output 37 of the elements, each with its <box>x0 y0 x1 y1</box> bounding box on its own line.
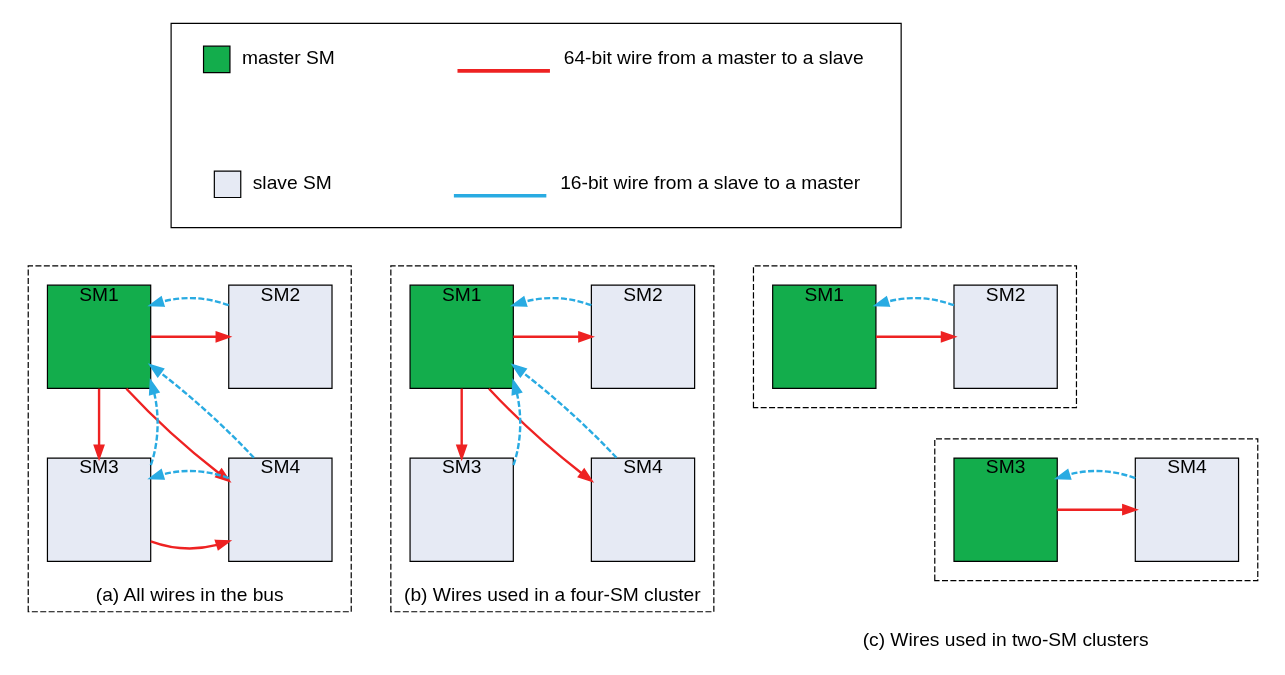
cluster <box>752 264 1077 408</box>
arrow <box>872 295 954 307</box>
arrow <box>455 388 468 461</box>
node-box: SM4 <box>590 456 695 562</box>
arrow <box>509 362 617 459</box>
legend-label: slave SM <box>252 171 332 193</box>
arrow <box>147 362 255 459</box>
node-box: SM4 <box>1134 456 1239 562</box>
node-box: SM2 <box>952 284 1058 389</box>
arrow <box>875 330 958 343</box>
arrow <box>149 539 232 551</box>
node-box: SM2 <box>227 284 333 389</box>
label: (c) Wires used in two-SM clusters <box>862 628 1149 650</box>
node-box: SM3 <box>408 456 514 562</box>
legend-label: 64-bit wire from a master to a slave <box>563 46 864 68</box>
arrow <box>148 377 160 465</box>
node-box: SM4 <box>227 456 333 562</box>
legend-label: 16-bit wire from a slave to a master <box>559 171 860 193</box>
node-box <box>170 22 902 228</box>
node-box: SM1 <box>46 284 151 389</box>
arrow <box>150 330 232 343</box>
node-box: SM1 <box>408 284 514 389</box>
node-box: SM3 <box>46 456 151 562</box>
legend-label: master SM <box>241 46 335 68</box>
arrow <box>1053 468 1136 480</box>
arrow <box>1056 503 1139 516</box>
arrow <box>92 388 105 461</box>
cluster <box>933 437 1258 581</box>
arrow <box>146 295 229 307</box>
arrow <box>487 387 594 483</box>
node-box: SM1 <box>771 284 877 389</box>
arrow <box>512 330 595 343</box>
arrow <box>146 468 229 480</box>
node-box: SM2 <box>590 284 695 389</box>
arrow <box>510 377 523 465</box>
arrow <box>509 295 592 307</box>
node-box: SM3 <box>952 456 1058 562</box>
